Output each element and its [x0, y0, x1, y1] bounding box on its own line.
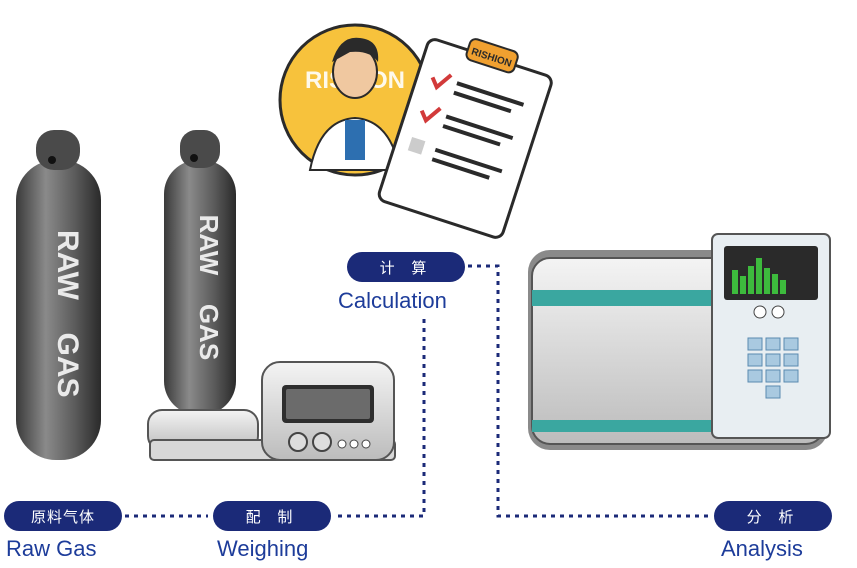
svg-text:GAS: GAS [51, 332, 84, 397]
engineer-illustration: RISHION [278, 23, 432, 177]
step-label-raw-gas: Raw Gas [6, 536, 97, 561]
gas-cylinder-1: RAW GAS [16, 130, 101, 460]
cylinder-text-1: RAW [51, 230, 84, 301]
step-pill-analysis: 分 析 [714, 501, 832, 531]
gas-analyzer [528, 233, 831, 450]
svg-text:GAS: GAS [194, 304, 224, 360]
weighing-scale [147, 361, 396, 461]
step-label-calculation: Calculation [338, 288, 447, 313]
gas-cylinder-2: RAW GAS [164, 130, 236, 415]
step-pill-weighing: 配 制 [213, 501, 331, 531]
svg-text:RAW: RAW [194, 215, 224, 276]
step-pill-raw-gas: 原料气体 [4, 501, 122, 531]
clipboard-illustration: RISHION [377, 38, 553, 239]
connector-lines [125, 264, 712, 518]
step-label-weighing: Weighing [217, 536, 309, 561]
step-label-analysis: Analysis [721, 536, 803, 561]
step-pill-calculation: 计 算 [347, 252, 465, 282]
